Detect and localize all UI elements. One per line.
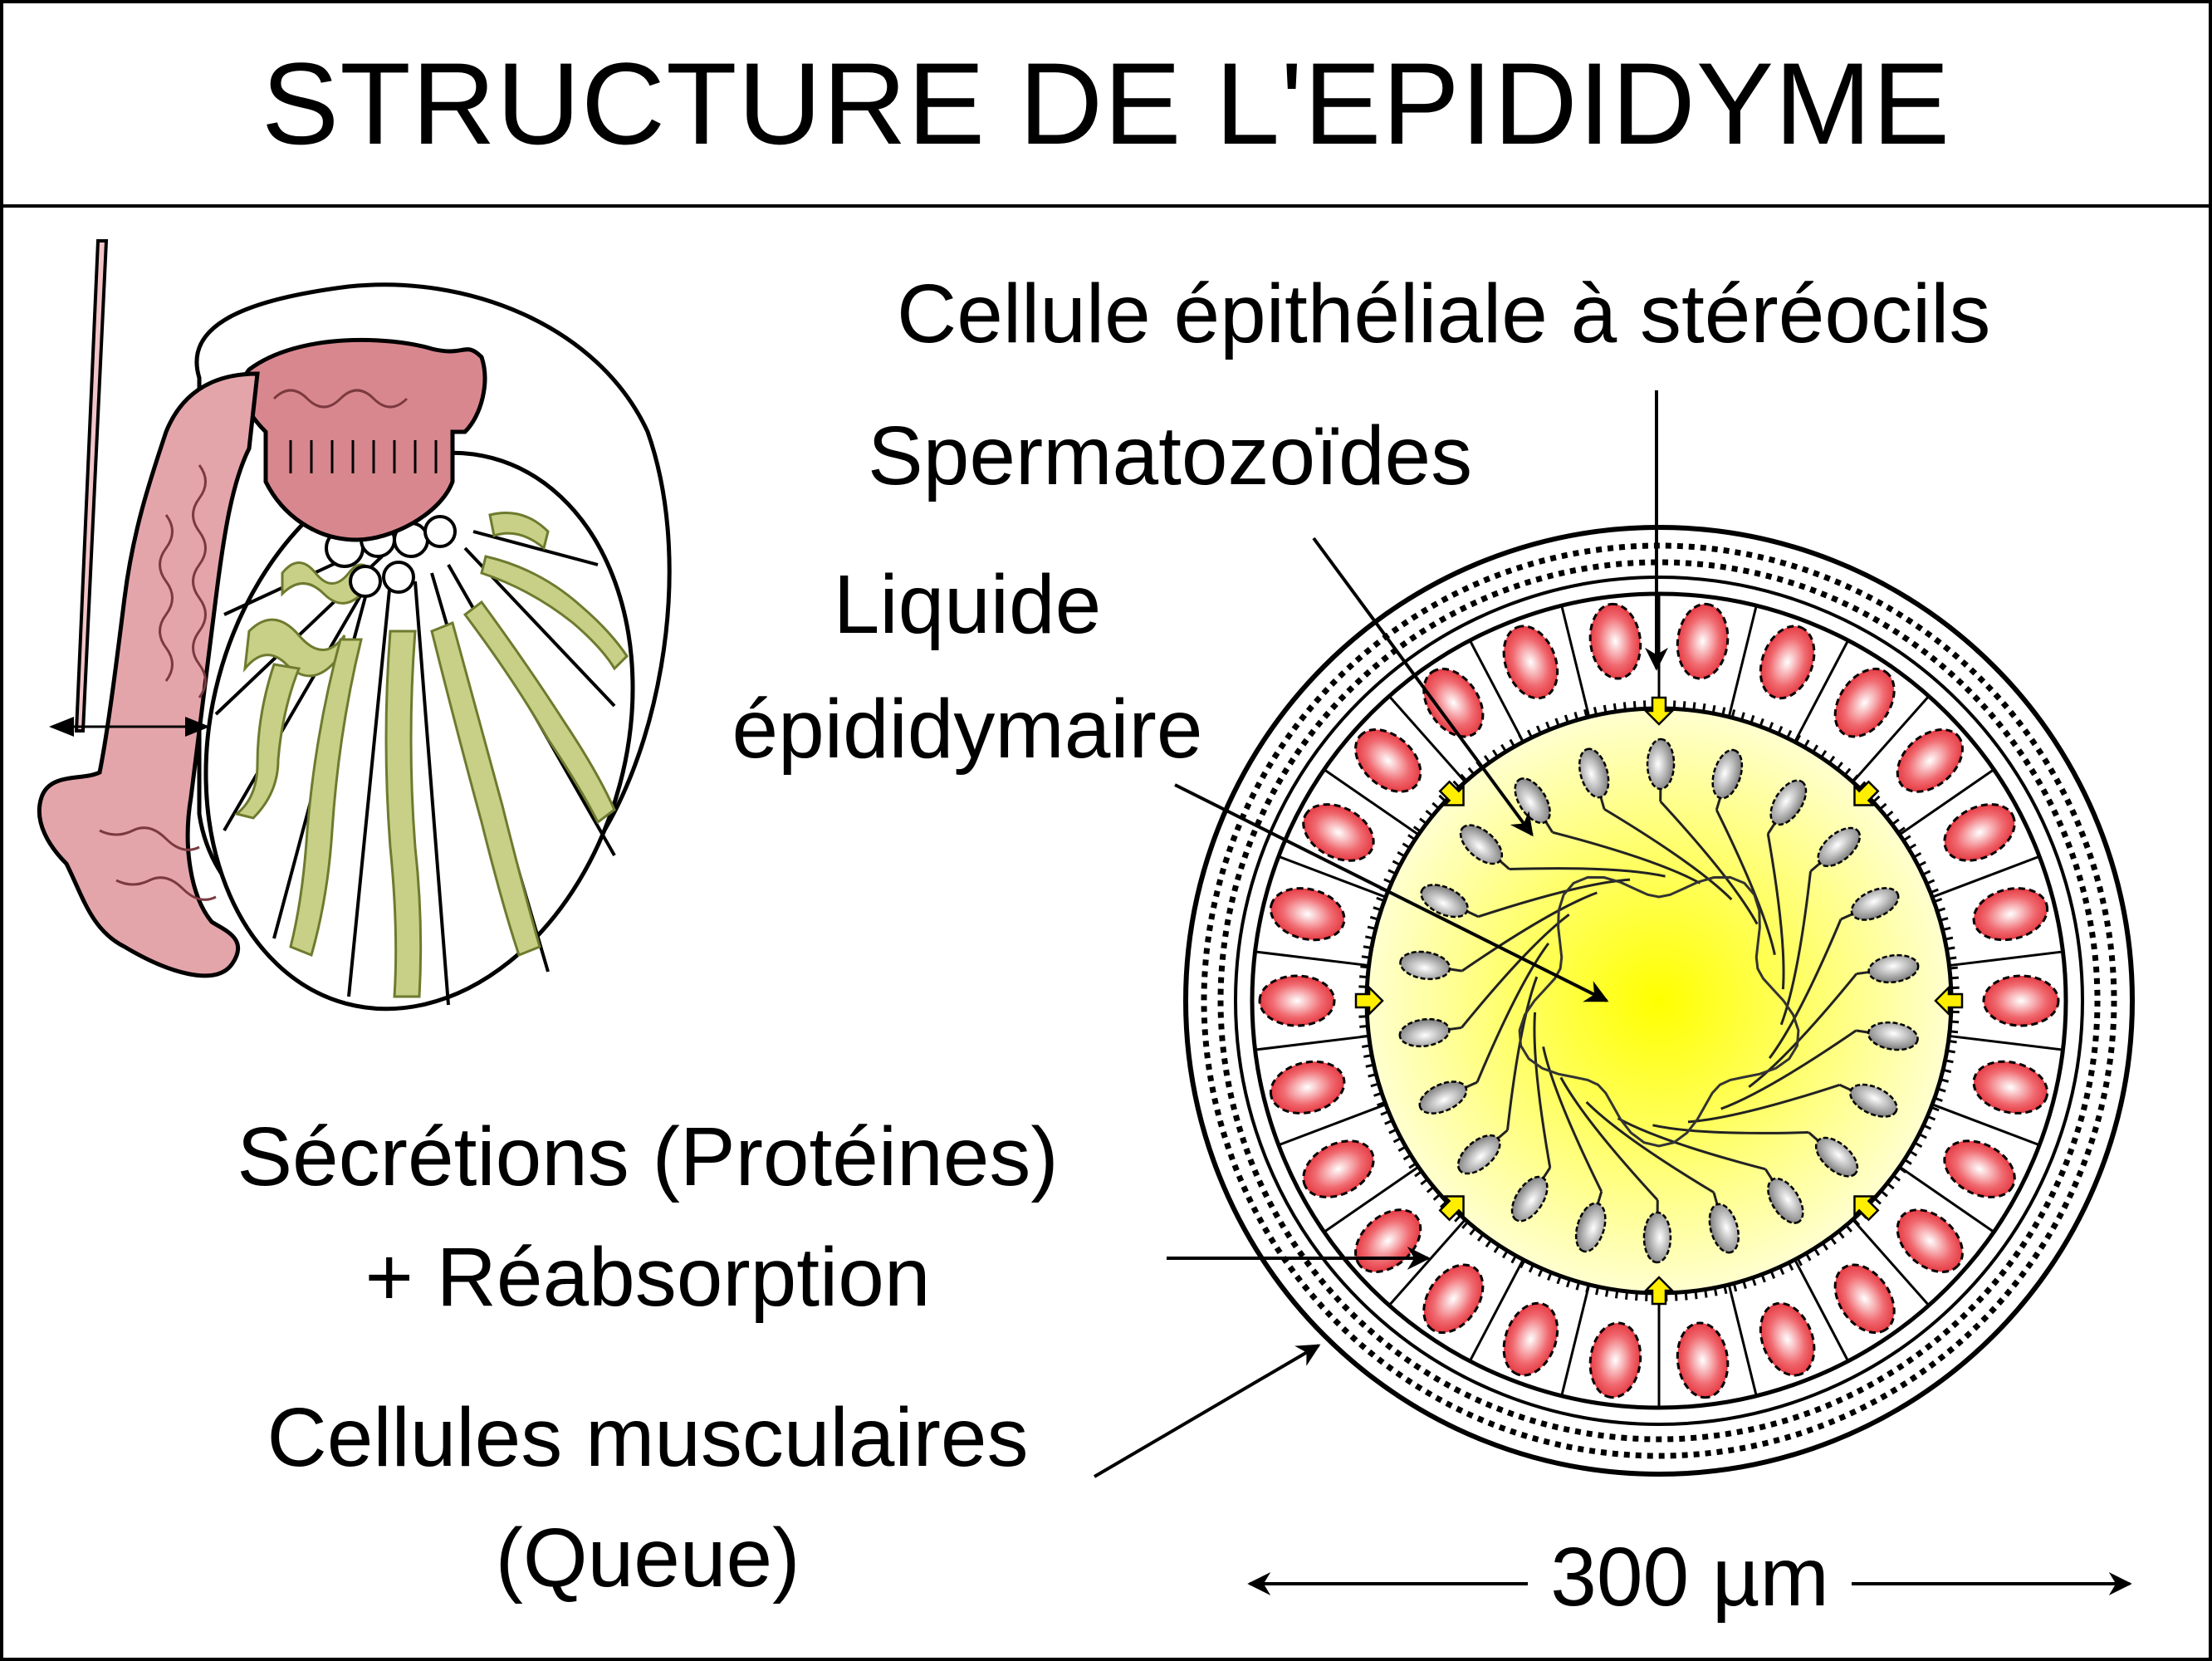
epididymis-head xyxy=(240,337,487,542)
pointer-muscle xyxy=(1093,1344,1321,1478)
pointer-fluid xyxy=(1174,783,1609,1002)
nucleus xyxy=(1676,1321,1730,1399)
nucleus xyxy=(1588,602,1642,680)
nucleus xyxy=(1269,1060,1346,1115)
spermatozoon xyxy=(1617,1117,1804,1224)
cell-boundary xyxy=(1323,1165,1420,1233)
spermatozoon xyxy=(1779,826,1862,1026)
label-fluid-line2: épididymaire xyxy=(732,683,1203,776)
spermatozoon xyxy=(1418,942,1550,1115)
spermatozoon xyxy=(1459,824,1666,878)
secretion-arrow xyxy=(1438,780,1465,806)
nucleus xyxy=(1982,974,2060,1027)
spermatozoon xyxy=(1687,1083,1898,1124)
title-bar: STRUCTURE DE L'EPIDIDYME xyxy=(0,0,2212,208)
cell-boundary xyxy=(1898,768,1995,836)
spermatozoon xyxy=(1542,1046,1607,1253)
label-muscle-line2: (Queue) xyxy=(495,1512,800,1605)
nucleus xyxy=(1588,1321,1642,1399)
diagram-title: STRUCTURE DE L'EPIDIDYME xyxy=(261,38,1951,169)
nucleus xyxy=(1972,887,2049,942)
spermatozoon xyxy=(1585,1100,1740,1254)
nucleus xyxy=(1896,1208,1964,1273)
nucleus xyxy=(1943,1139,2016,1198)
epididymis-body xyxy=(37,371,260,978)
cell-boundary xyxy=(1323,768,1420,836)
cell-boundary xyxy=(1560,605,1591,718)
spermatozoon xyxy=(1510,1012,1552,1222)
cell-boundary xyxy=(1468,639,1524,743)
label-pointers xyxy=(1093,390,2132,1595)
secretion-arrow xyxy=(1934,984,1964,1017)
spermatozoon xyxy=(1646,737,1759,925)
cell-boundary xyxy=(1278,855,1387,899)
cell-boundary xyxy=(1560,1284,1591,1397)
label-spermatozoa: Spermatozoïdes xyxy=(868,409,1473,502)
cell-boundary xyxy=(1852,695,1931,783)
spermatozoon xyxy=(1652,1124,1859,1178)
nucleus xyxy=(1422,1263,1485,1335)
testis-epididymis-drawing xyxy=(37,239,672,1012)
nucleus xyxy=(1833,667,1896,738)
spermatozoon xyxy=(1514,777,1701,884)
secretion-arrow xyxy=(1853,1195,1880,1222)
secretion-arrow xyxy=(1354,984,1384,1017)
cell-boundary xyxy=(1278,1103,1387,1147)
duct-cross-section xyxy=(1183,525,2135,1477)
nucleus xyxy=(1676,602,1730,680)
secretion-arrow xyxy=(1853,780,1880,806)
cell-boundary xyxy=(1949,1034,2063,1051)
cell-boundary xyxy=(1387,695,1466,783)
cell-boundary xyxy=(1852,1218,1931,1306)
spermatozoon xyxy=(1559,1076,1672,1264)
cell-boundary xyxy=(1898,1165,1995,1233)
label-secretions-line2: + Réabsorption xyxy=(365,1231,931,1324)
secretion-arrow xyxy=(1438,1195,1465,1222)
cell-boundary xyxy=(1931,855,2040,899)
label-muscle-line1: Cellules musculaires xyxy=(267,1391,1029,1484)
spermatozoon xyxy=(1766,779,1808,990)
cell-boundary xyxy=(1794,639,1850,743)
cell-boundary xyxy=(1794,1258,1850,1362)
label-stereocil-cell: Cellule épithéliale à stéréocils xyxy=(897,267,1991,360)
nucleus xyxy=(1943,803,2016,862)
nucleus xyxy=(1302,803,1375,862)
nucleus xyxy=(1269,887,1346,942)
nucleus xyxy=(1759,1301,1816,1377)
nucleus xyxy=(1258,974,1336,1027)
spermatozoon xyxy=(1578,747,1733,901)
cell-boundary xyxy=(1255,950,1369,968)
nucleus xyxy=(1302,1139,1375,1198)
cell-boundary xyxy=(1468,1258,1524,1362)
label-secretions-line1: Sécrétions (Protéines) xyxy=(237,1110,1059,1203)
sperm-tails xyxy=(1518,875,1800,1148)
nucleus xyxy=(1896,728,1964,793)
cell-boundary xyxy=(1727,1284,1758,1397)
secretion-arrow xyxy=(1642,1276,1676,1306)
nucleus xyxy=(1502,1301,1559,1377)
nucleus xyxy=(1422,667,1485,738)
spermatozoon xyxy=(1720,1021,1919,1110)
nucleus xyxy=(1972,1060,2049,1115)
nucleus xyxy=(1759,625,1816,700)
cell-boundary xyxy=(1949,950,2063,968)
secretion-arrow xyxy=(1642,696,1676,726)
label-scale: 300 µm xyxy=(1550,1531,1829,1624)
label-fluid-line1: Liquide xyxy=(833,558,1102,651)
nucleus xyxy=(1502,625,1559,700)
spermatozoon xyxy=(1748,953,1920,1089)
pointer-spermatozoa xyxy=(1312,537,1534,837)
spermatozoon xyxy=(1768,887,1900,1060)
nucleus xyxy=(1354,728,1422,793)
cell-boundary xyxy=(1931,1103,2040,1147)
spermatozoon xyxy=(1399,891,1598,981)
cell-boundary xyxy=(1255,1034,1369,1051)
nucleus xyxy=(1354,1208,1422,1273)
cell-boundary xyxy=(1727,605,1758,718)
nucleus xyxy=(1833,1263,1896,1335)
